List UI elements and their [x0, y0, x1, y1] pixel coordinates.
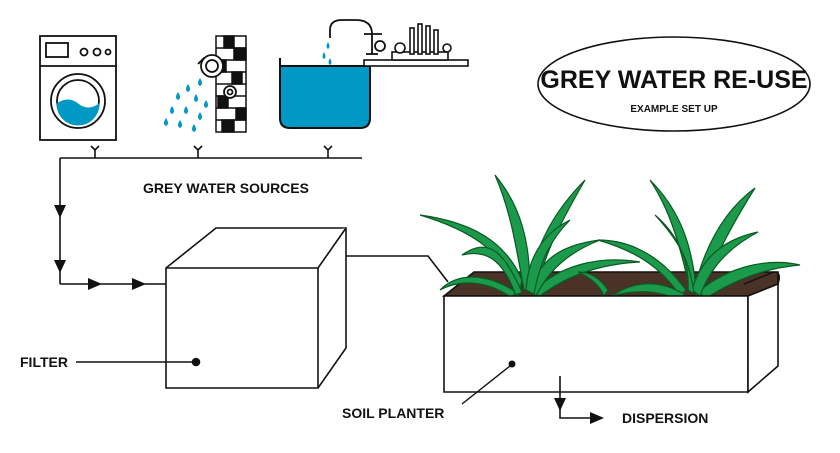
brick-wall: [215, 35, 247, 133]
sources-label: GREY WATER SOURCES: [143, 180, 309, 196]
dispersion-label: DISPERSION: [622, 410, 708, 426]
dispersion-arrow-down: [554, 398, 566, 411]
soil-planter: [419, 174, 801, 394]
washing-machine-icon: [39, 35, 117, 141]
diagram-subtitle: EXAMPLE SET UP: [630, 104, 718, 115]
flow-arrow-right-2: [132, 278, 146, 290]
filter-to-planter-pipe: [346, 255, 449, 283]
title-badge: GREY WATER RE-USE EXAMPLE SET UP: [537, 36, 811, 132]
dish-rack-icon: [391, 23, 452, 61]
shower-icon: [164, 35, 247, 133]
planter-side: [747, 282, 779, 394]
title-ellipse: [537, 36, 811, 132]
flow-arrow-down-2: [54, 260, 66, 273]
filter-label: FILTER: [20, 354, 68, 370]
water-drops: [164, 78, 208, 132]
flow-arrow-down-1: [54, 205, 66, 218]
flow-arrow-right-1: [88, 278, 102, 290]
dispersion-outlet: [554, 376, 604, 424]
filter-box: [165, 227, 347, 389]
kitchen-sink-icon: [279, 19, 469, 129]
flow-arrows: [54, 205, 146, 290]
planter-front: [443, 295, 749, 393]
planter-label: SOIL PLANTER: [342, 405, 444, 421]
tap-drops: [322, 42, 332, 65]
dispersion-arrow-right: [590, 412, 604, 424]
planter-leader: [461, 365, 511, 405]
diagram-title: GREY WATER RE-USE: [540, 66, 807, 94]
